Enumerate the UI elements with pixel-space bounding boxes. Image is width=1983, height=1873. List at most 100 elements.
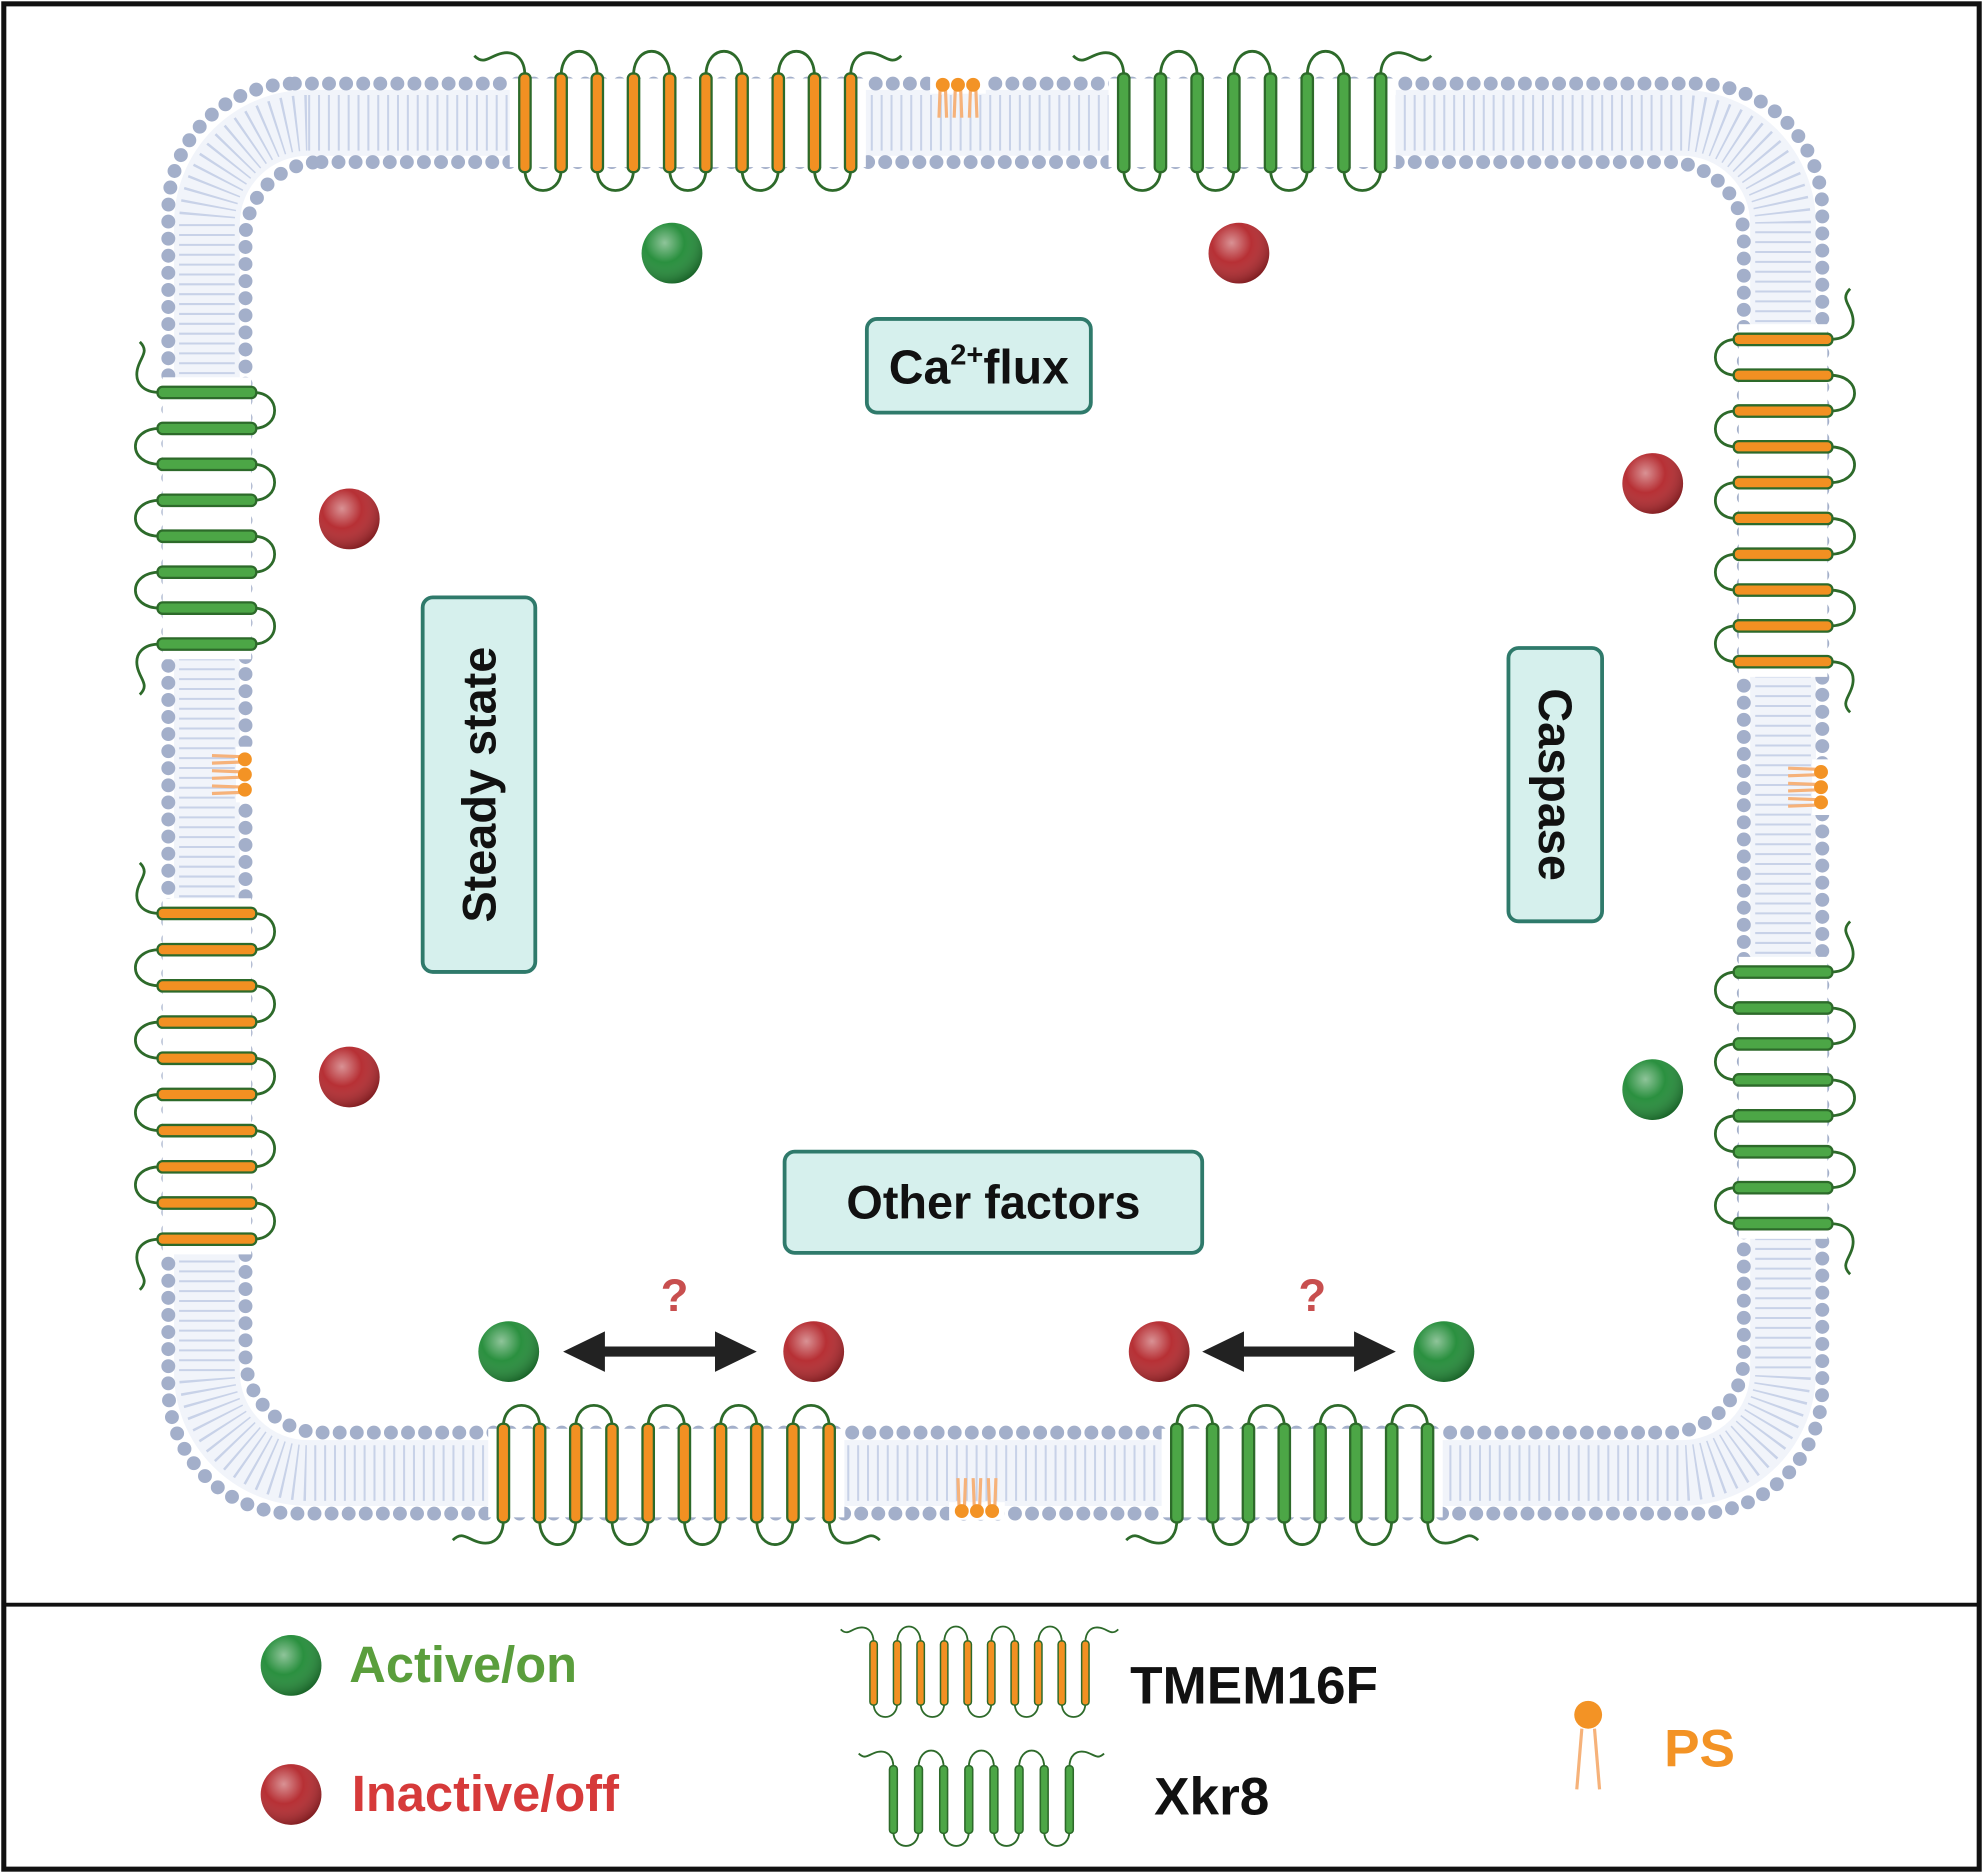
xkr8-top (1072, 50, 1433, 192)
question-mark-right: ? (1298, 1270, 1326, 1321)
transmembrane-helix (518, 72, 532, 174)
transmembrane-helix (699, 72, 713, 174)
transmembrane-helix (1010, 1640, 1020, 1706)
transmembrane-helix (1732, 404, 1834, 418)
ps-head (237, 752, 252, 767)
transmembrane-helix (1153, 72, 1168, 174)
transmembrane-helix (156, 1015, 258, 1029)
transmembrane-helix (1205, 1422, 1220, 1524)
ca-flux-base: Ca (889, 340, 952, 394)
other-factors-label: Other factors (782, 1149, 1205, 1255)
transmembrane-helix (156, 1087, 258, 1102)
ca-flux-tmem16f-state (641, 222, 703, 284)
ps-tail (1592, 1728, 1602, 1790)
transmembrane-helix (786, 1422, 800, 1524)
tmem16f-left (134, 861, 276, 1291)
legend-inactive-ball (260, 1764, 322, 1825)
ca-flux-text: Ca2+flux (889, 340, 1069, 395)
other-factors-text: Other factors (846, 1177, 1140, 1229)
transmembrane-helix (1732, 368, 1834, 383)
transmembrane-helix (843, 72, 858, 174)
other-factors-box (782, 1149, 1205, 1255)
legend-xkr8-label: Xkr8 (1154, 1768, 1269, 1827)
protein-loops (1713, 920, 1856, 1276)
steady-state-box (420, 595, 538, 974)
transmembrane-helix (938, 1764, 949, 1835)
xkr8-switch-arrow (1202, 1331, 1396, 1372)
ball-shine (783, 1321, 845, 1382)
arrow-head-right (1354, 1331, 1396, 1372)
transmembrane-helix (989, 1764, 999, 1835)
transmembrane-helix (156, 979, 258, 993)
ps-head (966, 77, 981, 92)
transmembrane-helix (156, 906, 258, 921)
ca-flux-xkr8-state (1208, 222, 1270, 284)
state-indicators (318, 222, 1684, 1382)
arrow-head-left (1202, 1331, 1244, 1372)
membrane-gap (162, 377, 252, 660)
protein-loops (134, 861, 276, 1291)
legend-tmem16f-label: TMEM16F (1130, 1656, 1378, 1715)
transmembrane-helix (568, 1422, 583, 1524)
xkr8-right (1713, 920, 1856, 1276)
steady-state-text: Steady state (453, 647, 505, 923)
transmembrane-helix (641, 1422, 656, 1524)
membrane-gap (509, 78, 866, 168)
transmembrane-helix (1732, 1144, 1834, 1159)
transmembrane-helix (156, 1196, 258, 1210)
legend-active-label: Active/on (349, 1636, 577, 1693)
transmembrane-helix (1039, 1764, 1049, 1835)
transmembrane-helix (1300, 72, 1315, 174)
tmem16f-switch-arrow (563, 1331, 757, 1372)
transmembrane-helix (1732, 654, 1834, 669)
legend-tmem16f-icon (840, 1625, 1119, 1718)
transmembrane-helix (1057, 1640, 1067, 1706)
caspase-xkr8-state (1622, 1059, 1684, 1120)
transmembrane-helix (1349, 1422, 1363, 1524)
steady-state-label: Steady state (420, 595, 538, 974)
transmembrane-helix (1014, 1764, 1024, 1835)
protein-loops (473, 50, 903, 192)
transmembrane-helix (156, 493, 258, 508)
protein-loops (134, 340, 276, 696)
transmembrane-helix (1732, 1216, 1834, 1231)
tmem16f-bottom (451, 1403, 881, 1546)
transmembrane-helix (713, 1422, 728, 1524)
legend: Active/on Inactive/off TMEM16F Xkr8 PS (260, 1625, 1735, 1847)
ball-shine (478, 1321, 540, 1382)
arrow-head-right (714, 1331, 757, 1372)
transmembrane-helix (1732, 439, 1834, 454)
other-factors-xkr8-state-b (1413, 1321, 1475, 1382)
ball-shine (260, 1635, 322, 1696)
ball-shine (1128, 1321, 1190, 1382)
transmembrane-helix (1169, 1422, 1184, 1524)
ps-head (969, 1504, 984, 1518)
transmembrane-helix (156, 637, 258, 651)
transmembrane-helix (1064, 1764, 1075, 1835)
other-factors-xkr8-state-a (1128, 1321, 1190, 1382)
transmembrane-helix (1384, 1422, 1399, 1524)
transmembrane-helix (1732, 619, 1834, 633)
transmembrane-helix (1732, 332, 1834, 347)
xkr8-bottom (1125, 1403, 1480, 1546)
ps-head (237, 767, 252, 782)
transmembrane-helix (1241, 1422, 1256, 1524)
ps-cluster (1788, 759, 1830, 816)
transmembrane-helix (496, 1422, 511, 1524)
transmembrane-helix (1732, 547, 1834, 562)
transmembrane-helix (156, 529, 258, 544)
transmembrane-helix (913, 1764, 924, 1835)
transmembrane-helix (916, 1640, 926, 1706)
xkr8-left (134, 340, 276, 696)
transmembrane-helix (822, 1422, 836, 1524)
steady-state-tmem16f-state (318, 1046, 380, 1108)
legend-xkr8-icon (858, 1749, 1105, 1847)
ball-shine (318, 1046, 380, 1108)
transmembrane-helix (1732, 965, 1834, 979)
transmembrane-helix (1116, 72, 1131, 174)
transmembrane-helix (963, 1640, 973, 1706)
transmembrane-helix (964, 1764, 974, 1835)
legend-ps-label: PS (1664, 1720, 1735, 1779)
ca-flux-box (864, 317, 1093, 415)
